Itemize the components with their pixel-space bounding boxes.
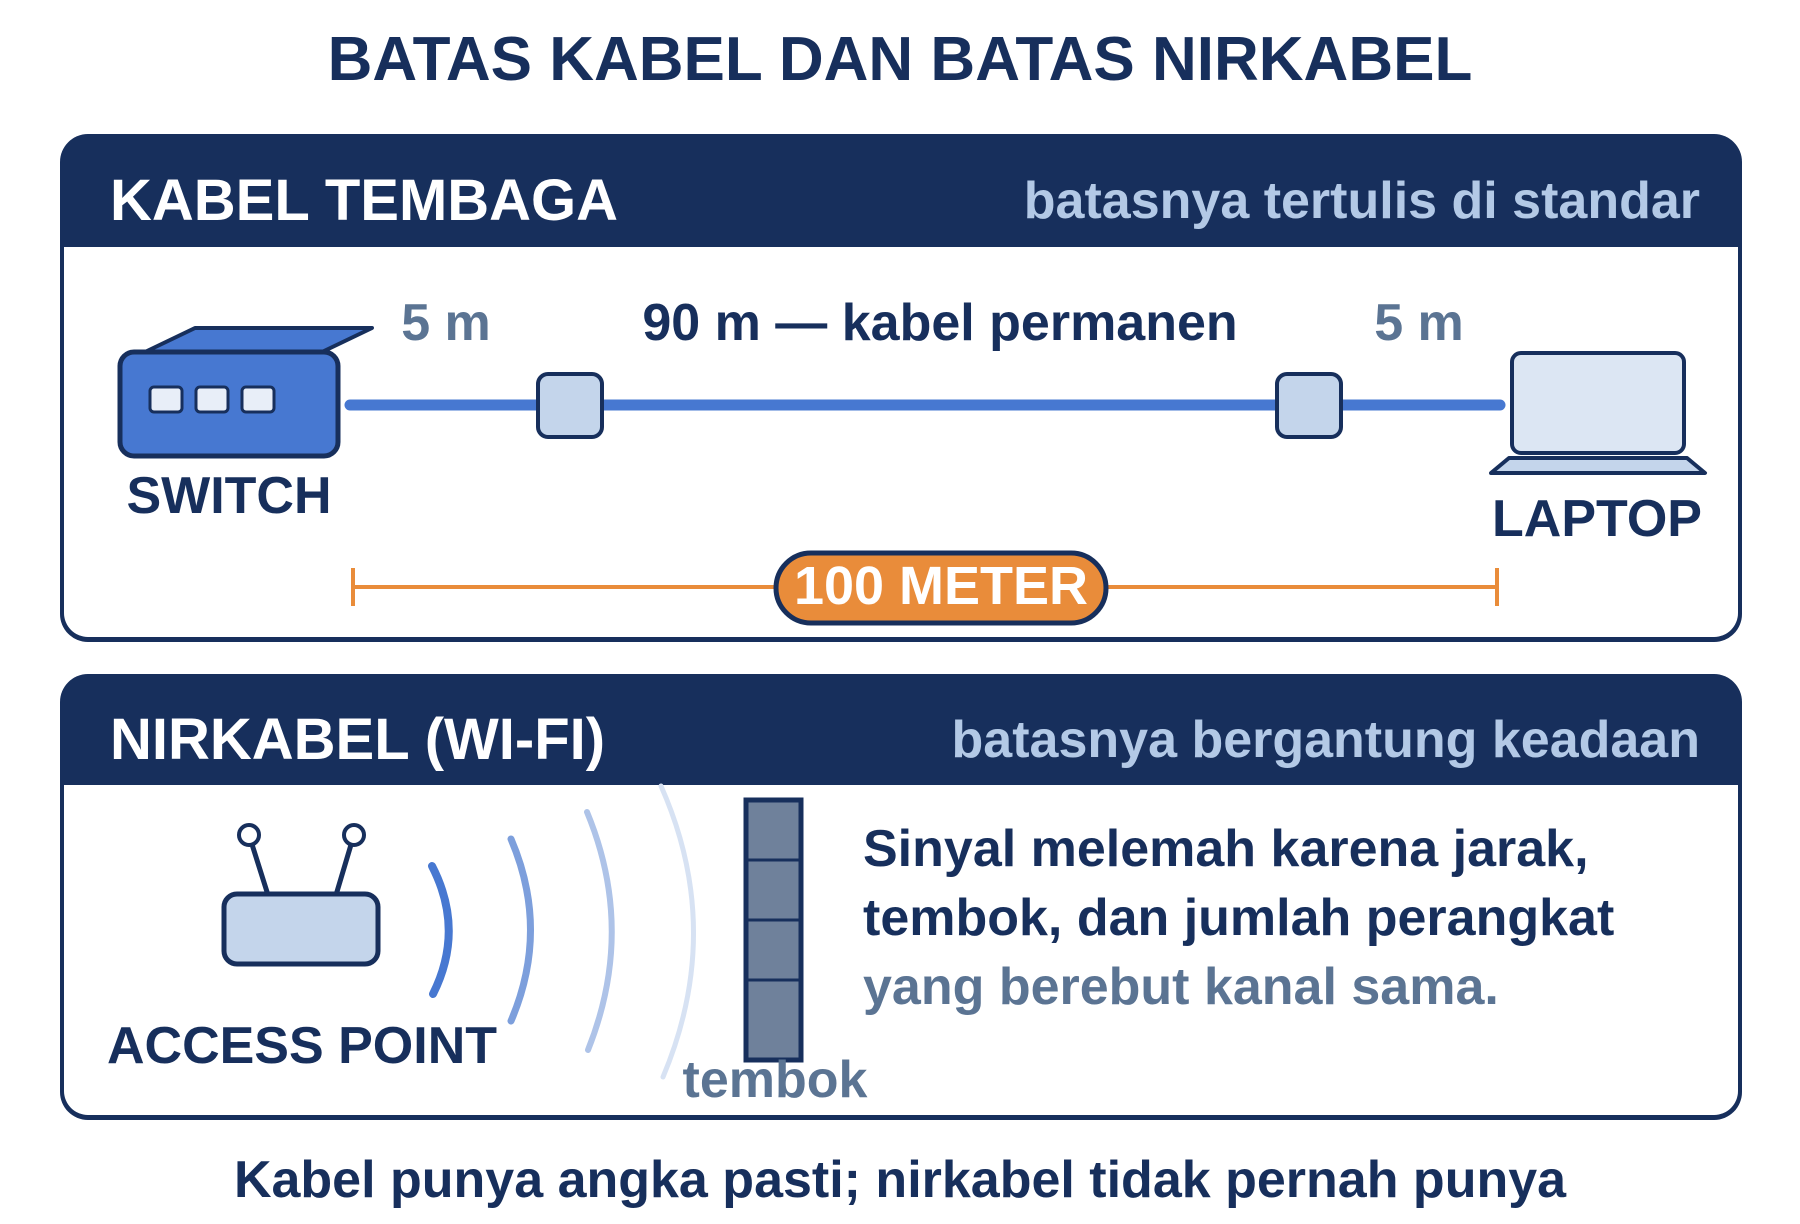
signal-wave-icon [428, 862, 453, 998]
laptop-label: LAPTOP [1492, 490, 1702, 548]
wireless-panel-subtitle: batasnya bergantung keadaan [952, 711, 1700, 769]
patch-cable-right-label: 5 m [1374, 294, 1464, 352]
patch-panel-icon [536, 372, 604, 439]
wall-outlet-icon [1275, 372, 1343, 439]
wireless-panel: NIRKABEL (WI-FI) batasnya bergantung kea… [60, 674, 1742, 1120]
access-point-icon [221, 823, 381, 967]
wireless-panel-body [64, 785, 1738, 1115]
cable-panel-title: KABEL TEMBAGA [110, 168, 618, 233]
cable-panel-subtitle: batasnya tertulis di standar [1024, 172, 1700, 230]
laptop-icon [1489, 351, 1707, 475]
wireless-explanation-line-1: Sinyal melemah karena jarak, [863, 820, 1589, 878]
permanent-link-label: 90 m — kabel permanen [642, 294, 1237, 352]
cable-panel-body [64, 247, 1738, 637]
cable-panel: KABEL TEMBAGA batasnya tertulis di stand… [60, 134, 1742, 642]
length-limit-badge [773, 550, 1109, 626]
wireless-explanation-line-2: tembok, dan jumlah perangkat [863, 889, 1614, 947]
length-limit-label: 100 METER [794, 556, 1088, 616]
patch-cable-left-label: 5 m [401, 294, 491, 352]
footer-caption: Kabel punya angka pasti; nirkabel tidak … [234, 1151, 1567, 1209]
signal-wave-icon [584, 809, 615, 1053]
wall-label: tembok [683, 1051, 868, 1109]
wall-icon [743, 797, 804, 1063]
signal-wave-icon [507, 835, 534, 1025]
page-title: BATAS KABEL DAN BATAS NIRKABEL [328, 25, 1473, 94]
switch-icon [117, 326, 374, 459]
signal-wave-icon [658, 783, 696, 1080]
wireless-panel-title: NIRKABEL (WI-FI) [110, 707, 605, 772]
access-point-label: ACCESS POINT [107, 1017, 497, 1075]
wireless-explanation-line-3: yang berebut kanal sama. [863, 958, 1499, 1016]
switch-label: SWITCH [126, 467, 331, 525]
